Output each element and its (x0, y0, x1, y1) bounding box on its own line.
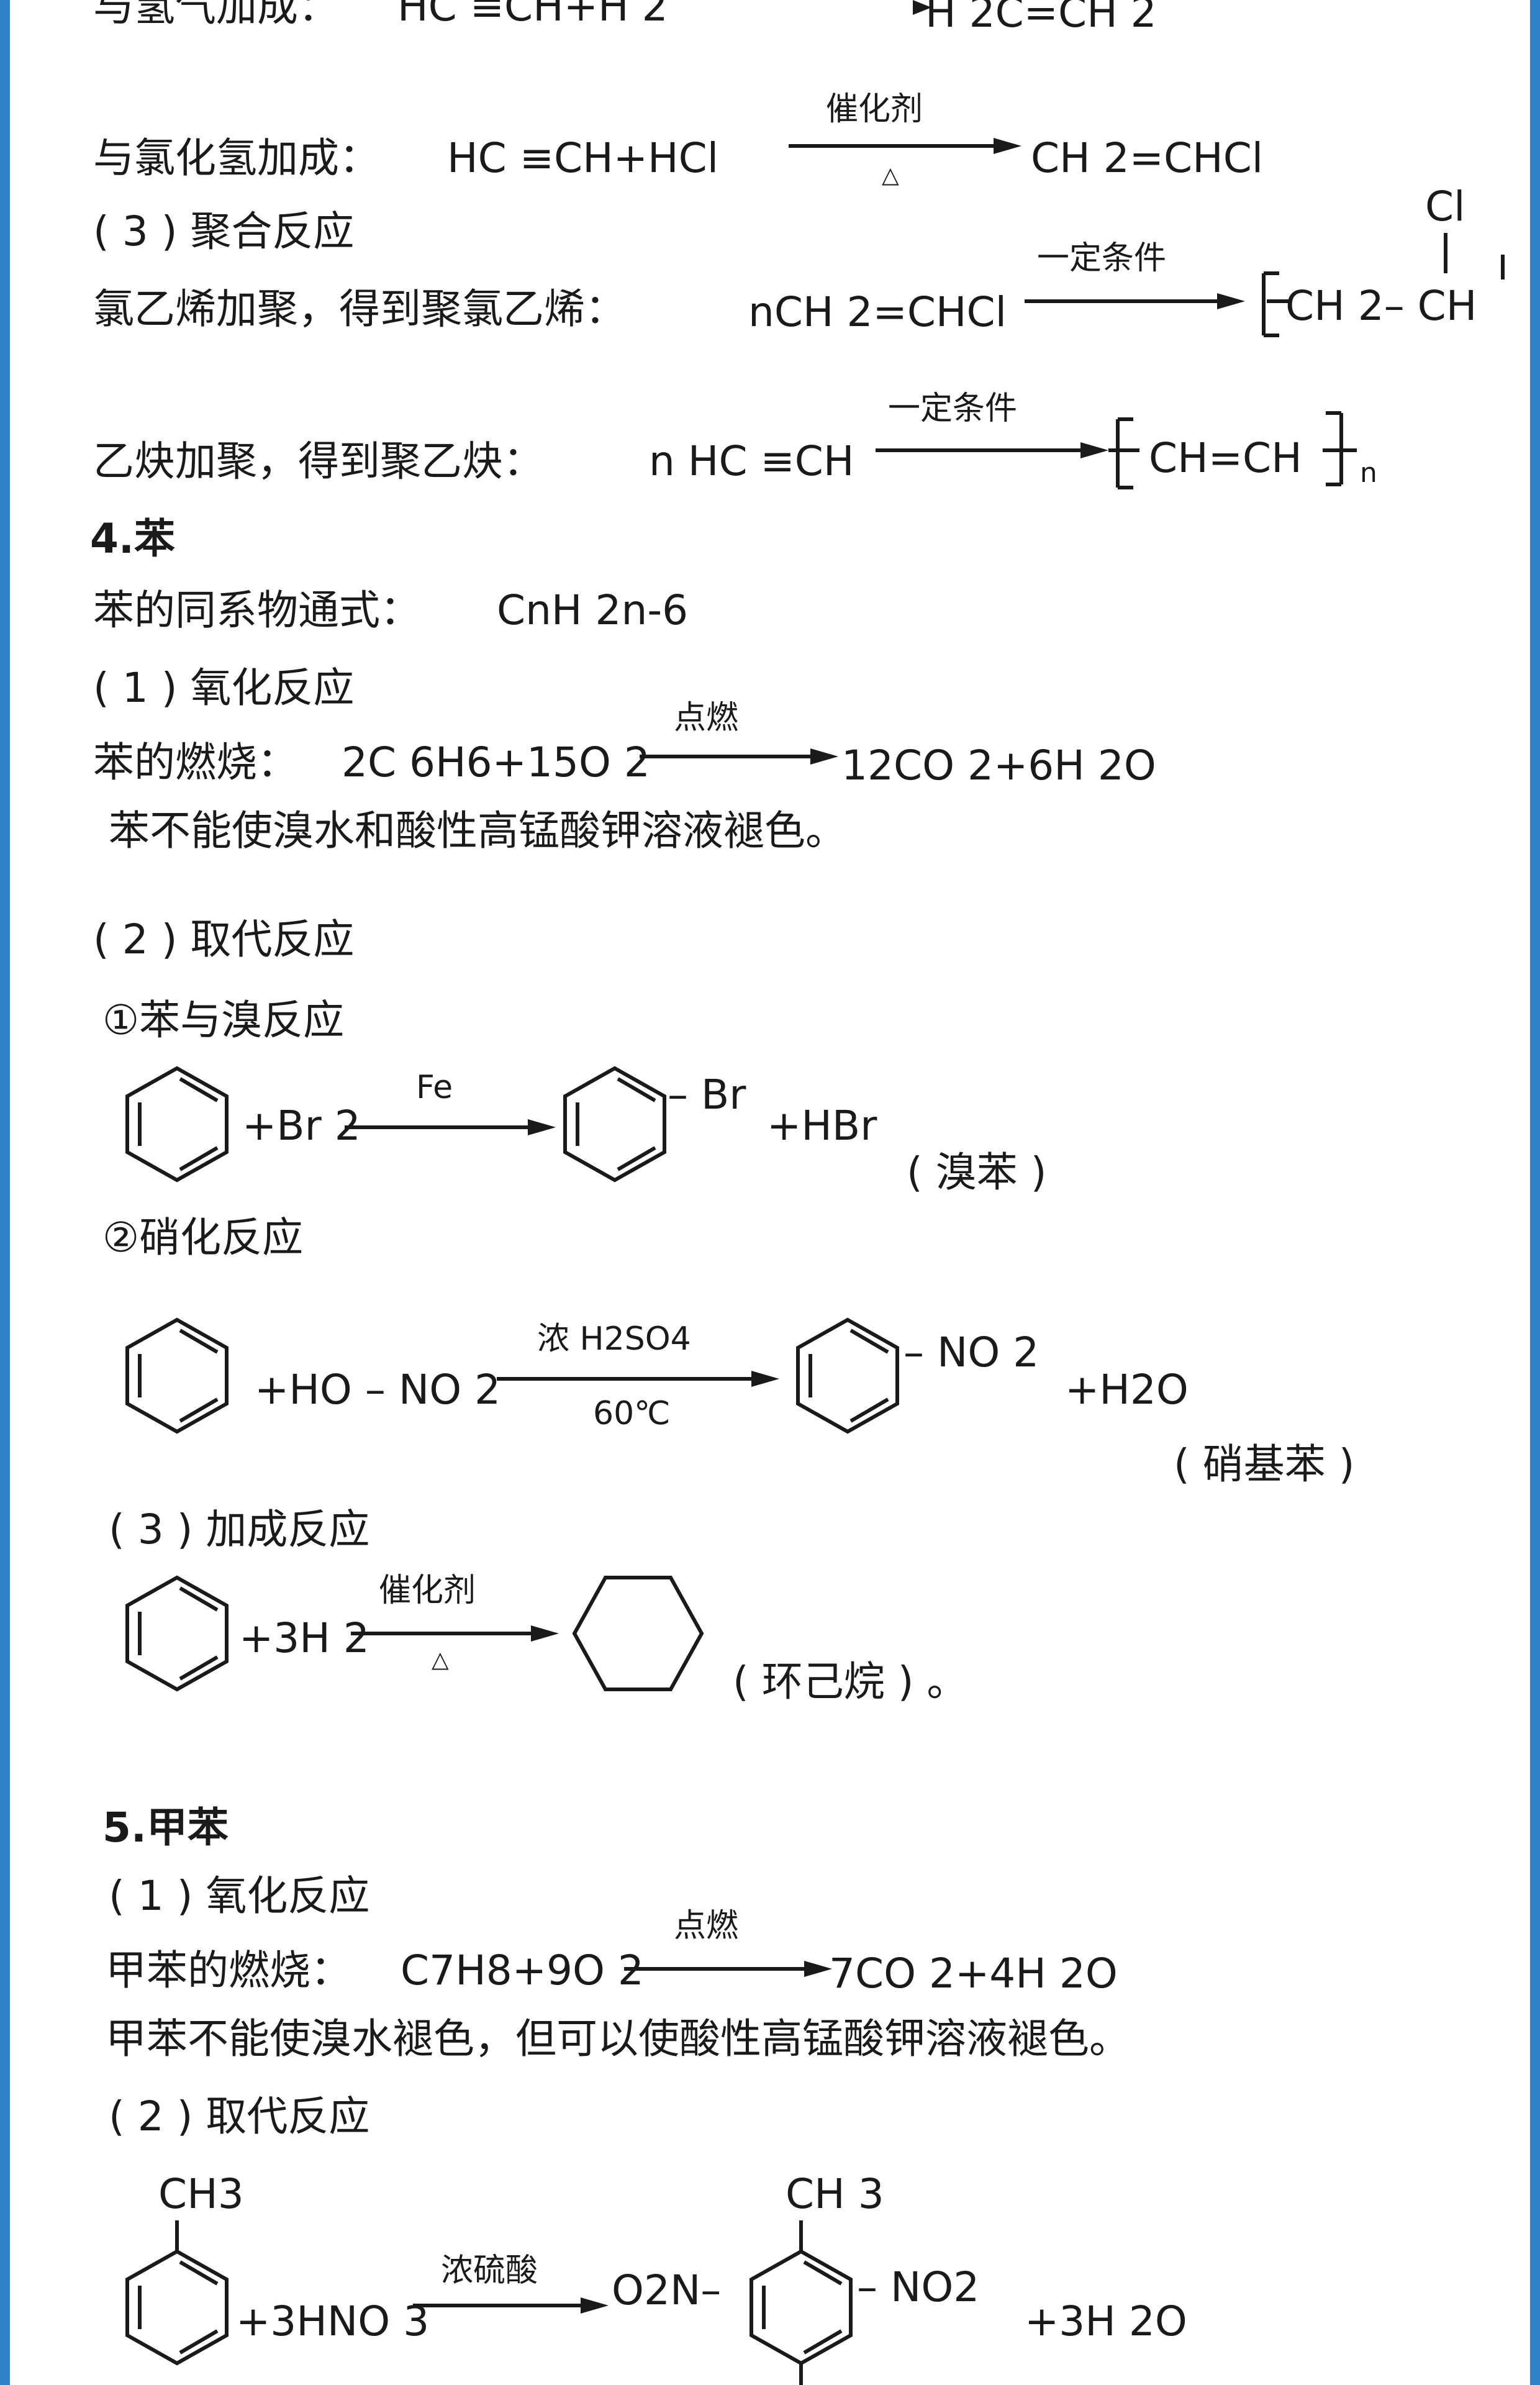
benzene-combustion-arrow (640, 748, 838, 765)
h2-addition-arrow (913, 0, 931, 15)
nitration-temperature: 60℃ (593, 1395, 671, 1432)
benzene-combustion-label: 苯的燃烧： (93, 738, 298, 786)
benzene-substitution-heading: ( 2 ) 取代反应 (93, 915, 355, 963)
pvc-bracket (1262, 233, 1505, 337)
toluene-ring (125, 2220, 229, 2366)
hcl-addition-reactants: HC ≡CH+HCl (447, 134, 719, 182)
nitration-reagent: +HO – NO 2 (255, 1366, 501, 1414)
hcl-heat: △ (882, 163, 899, 188)
tnt-no2-label: – NO2 (857, 2263, 980, 2311)
benzene-combustion-condition: 点燃 (674, 699, 739, 737)
section-4-heading: 4.苯 (90, 515, 175, 563)
bromination-catalyst: Fe (416, 1069, 453, 1106)
polyacetylene-condition: 一定条件 (888, 390, 1018, 427)
benzene-note: 苯不能使溴水和酸性高锰酸钾溶液褪色。 (109, 807, 846, 855)
toluene-nitration-arrow (413, 2297, 609, 2314)
h2-addition-product: H 2C=CH 2 (925, 0, 1157, 37)
section-5-heading: 5.甲苯 (102, 1804, 229, 1851)
tnt-methyl-label: CH 3 (786, 2170, 884, 2218)
pvc-reactant: nCH 2=CHCl (748, 288, 1007, 336)
hydrogenation-reagent: +3H 2 (239, 1614, 369, 1662)
polymerization-heading: ( 3 ) 聚合反应 (93, 207, 355, 255)
hcl-addition-label: 与氯化氢加成： (93, 134, 380, 182)
page-left-edge (0, 0, 10, 2385)
toluene-combustion-label: 甲苯的燃烧： (106, 1947, 351, 1994)
toluene-methyl-label: CH3 (158, 2170, 244, 2218)
benzene-addition-heading: ( 3 ) 加成反应 (109, 1506, 370, 1553)
page-right-edge (1530, 0, 1540, 2385)
pvc-product: CH 2– CH (1285, 282, 1477, 330)
nitration-title: ②硝化反应 (102, 1214, 304, 1261)
hcl-addition-arrow (789, 138, 1021, 154)
toluene-nitration-byproduct: +3H 2O (1025, 2297, 1187, 2345)
hydrogenation-catalyst: 催化剂 (379, 1572, 476, 1609)
toluene-oxidation-heading: ( 1 ) 氧化反应 (109, 1872, 370, 1920)
bromination-substituent: – Br (668, 1071, 746, 1119)
toluene-nitration-condition: 浓硫酸 (441, 2252, 538, 2289)
polyacetylene-bracket (1108, 411, 1357, 489)
nitration-arrow (497, 1371, 779, 1387)
h2-addition-label: 与氢气加成： (93, 0, 339, 30)
benzene-ring-nitration-reactant (125, 1317, 229, 1434)
benzene-ring-hydrogenation-reactant (125, 1575, 229, 1692)
toluene-combustion-condition: 点燃 (674, 1907, 739, 1945)
hcl-catalyst: 催化剂 (826, 91, 923, 128)
tnt-o2n-label: O2N– (612, 2266, 722, 2314)
bromination-arrow (345, 1119, 556, 1135)
pvc-arrow (1025, 293, 1245, 309)
benzene-general-label: 苯的同系物通式： (93, 586, 421, 634)
benzene-oxidation-heading: ( 1 ) 氧化反应 (93, 664, 355, 712)
bromination-byproduct: +HBr (767, 1102, 877, 1150)
pvc-condition: 一定条件 (1037, 240, 1167, 277)
pvc-label: 氯乙烯加聚，得到聚氯乙烯： (93, 285, 626, 333)
h2-addition-reactants: HC ≡CH+H 2 (397, 0, 668, 30)
toluene-combustion-products: 7CO 2+4H 2O (829, 1950, 1118, 1997)
tnt-ring (750, 2220, 853, 2385)
cyclohexane-ring (572, 1576, 704, 1691)
toluene-nitration-reagent: +3HNO 3 (236, 2297, 430, 2345)
hcl-addition-product: CH 2=CHCl (1031, 134, 1264, 182)
nitration-acid: 浓 H2SO4 (537, 1320, 691, 1358)
toluene-substitution-heading: ( 2 ) 取代反应 (109, 2092, 370, 2140)
benzene-combustion-products: 12CO 2+6H 2O (841, 742, 1156, 789)
polyacetylene-reactant: n HC ≡CH (649, 437, 854, 485)
nitration-byproduct: +H2O (1065, 1366, 1189, 1414)
pvc-chloro: Cl (1425, 183, 1465, 230)
benzene-ring-bromination-reactant (125, 1066, 229, 1183)
toluene-note: 甲苯不能使溴水褪色，但可以使酸性高锰酸钾溶液褪色。 (106, 2015, 1130, 2063)
bromination-title: ①苯与溴反应 (102, 996, 345, 1044)
benzene-combustion-reactants: 2C 6H6+15O 2 (342, 738, 650, 786)
bromobenzene-name: ( 溴苯 ) (907, 1148, 1047, 1196)
polyacetylene-arrow (876, 442, 1108, 458)
polyacetylene-label: 乙炔加聚，得到聚乙炔： (93, 437, 544, 485)
nitration-substituent: – NO 2 (904, 1329, 1040, 1376)
nitrobenzene-name: ( 硝基苯 ) (1174, 1440, 1355, 1488)
hydrogenation-heat: △ (432, 1647, 449, 1673)
polyacetylene-n: n (1360, 457, 1377, 489)
polyacetylene-product: CH=CH (1149, 434, 1302, 482)
benzene-ring-bromobenzene (563, 1066, 666, 1183)
hydrogenation-arrow (351, 1625, 559, 1642)
benzene-ring-nitrobenzene (796, 1317, 899, 1434)
toluene-combustion-reactants: C7H8+9O 2 (401, 1947, 644, 1994)
toluene-combustion-arrow (624, 1961, 832, 1977)
benzene-general-formula: CnH 2n-6 (497, 586, 689, 634)
cyclohexane-name: ( 环己烷 ) 。 (733, 1658, 968, 1706)
